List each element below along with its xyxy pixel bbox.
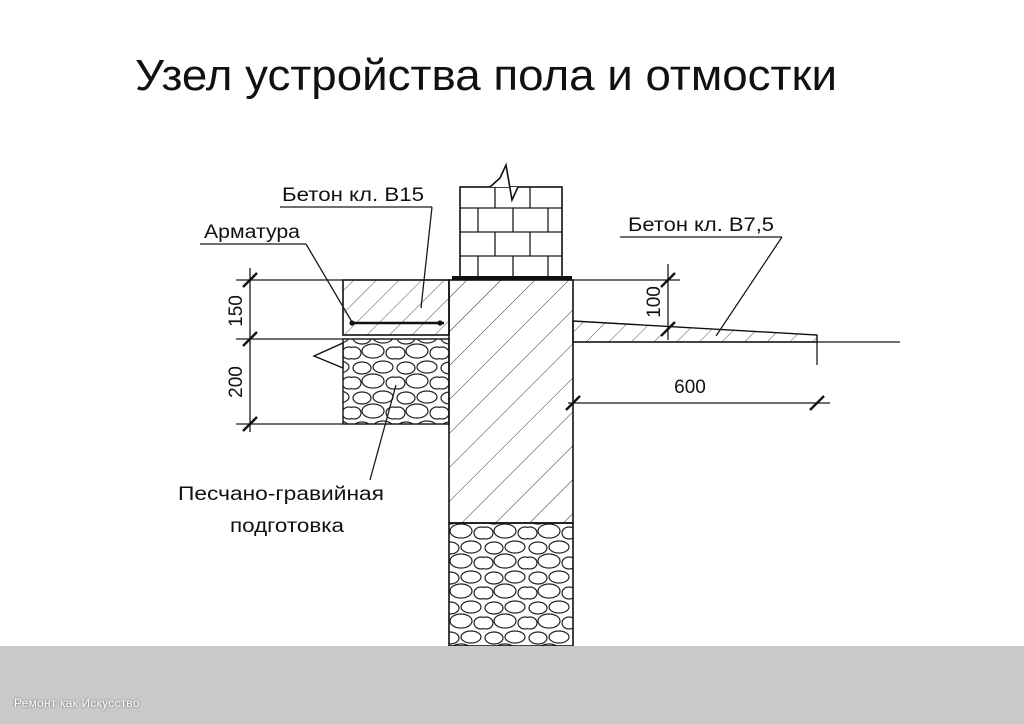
diagram-title: Узел устройства пола и отмостки <box>135 51 837 100</box>
dimension-blind-area-100: 100 <box>644 286 665 318</box>
svg-text:Бетон кл. В7,5: Бетон кл. В7,5 <box>628 215 774 236</box>
svg-text:подготовка: подготовка <box>230 516 345 537</box>
floor-concrete-slab <box>342 279 450 336</box>
foundation-concrete <box>448 279 574 524</box>
dimension-gravel-200: 200 <box>226 366 247 398</box>
foundation-rubble-stone <box>448 522 574 647</box>
brick-wall <box>452 162 572 280</box>
svg-text:Песчано-гравийная: Песчано-гравийная <box>178 484 384 505</box>
left-dimension: 150 200 <box>226 268 343 432</box>
blind-area <box>572 320 900 365</box>
sand-gravel-bedding <box>312 338 450 425</box>
rebar-dot-left <box>349 320 355 326</box>
label-sand-gravel: Песчано-гравийная подготовка <box>178 384 397 537</box>
label-rebar: Арматура <box>200 222 353 323</box>
svg-text:Бетон кл. В15: Бетон кл. В15 <box>282 185 424 206</box>
dimension-blind-area-600: 600 <box>674 377 706 398</box>
footer-band <box>0 646 1024 724</box>
rebar-dot-right <box>437 320 443 326</box>
svg-text:Арматура: Арматура <box>204 222 300 243</box>
dimension-slab-150: 150 <box>226 295 247 327</box>
label-concrete-b15: Бетон кл. В15 <box>280 185 433 309</box>
watermark: Ремонт как Искусство <box>14 696 140 710</box>
break-marker <box>312 341 344 370</box>
blind-area-height-dimension: 100 <box>573 264 680 340</box>
label-concrete-b75: Бетон кл. В7,5 <box>620 215 783 337</box>
blind-area-width-dimension: 600 <box>565 377 830 411</box>
